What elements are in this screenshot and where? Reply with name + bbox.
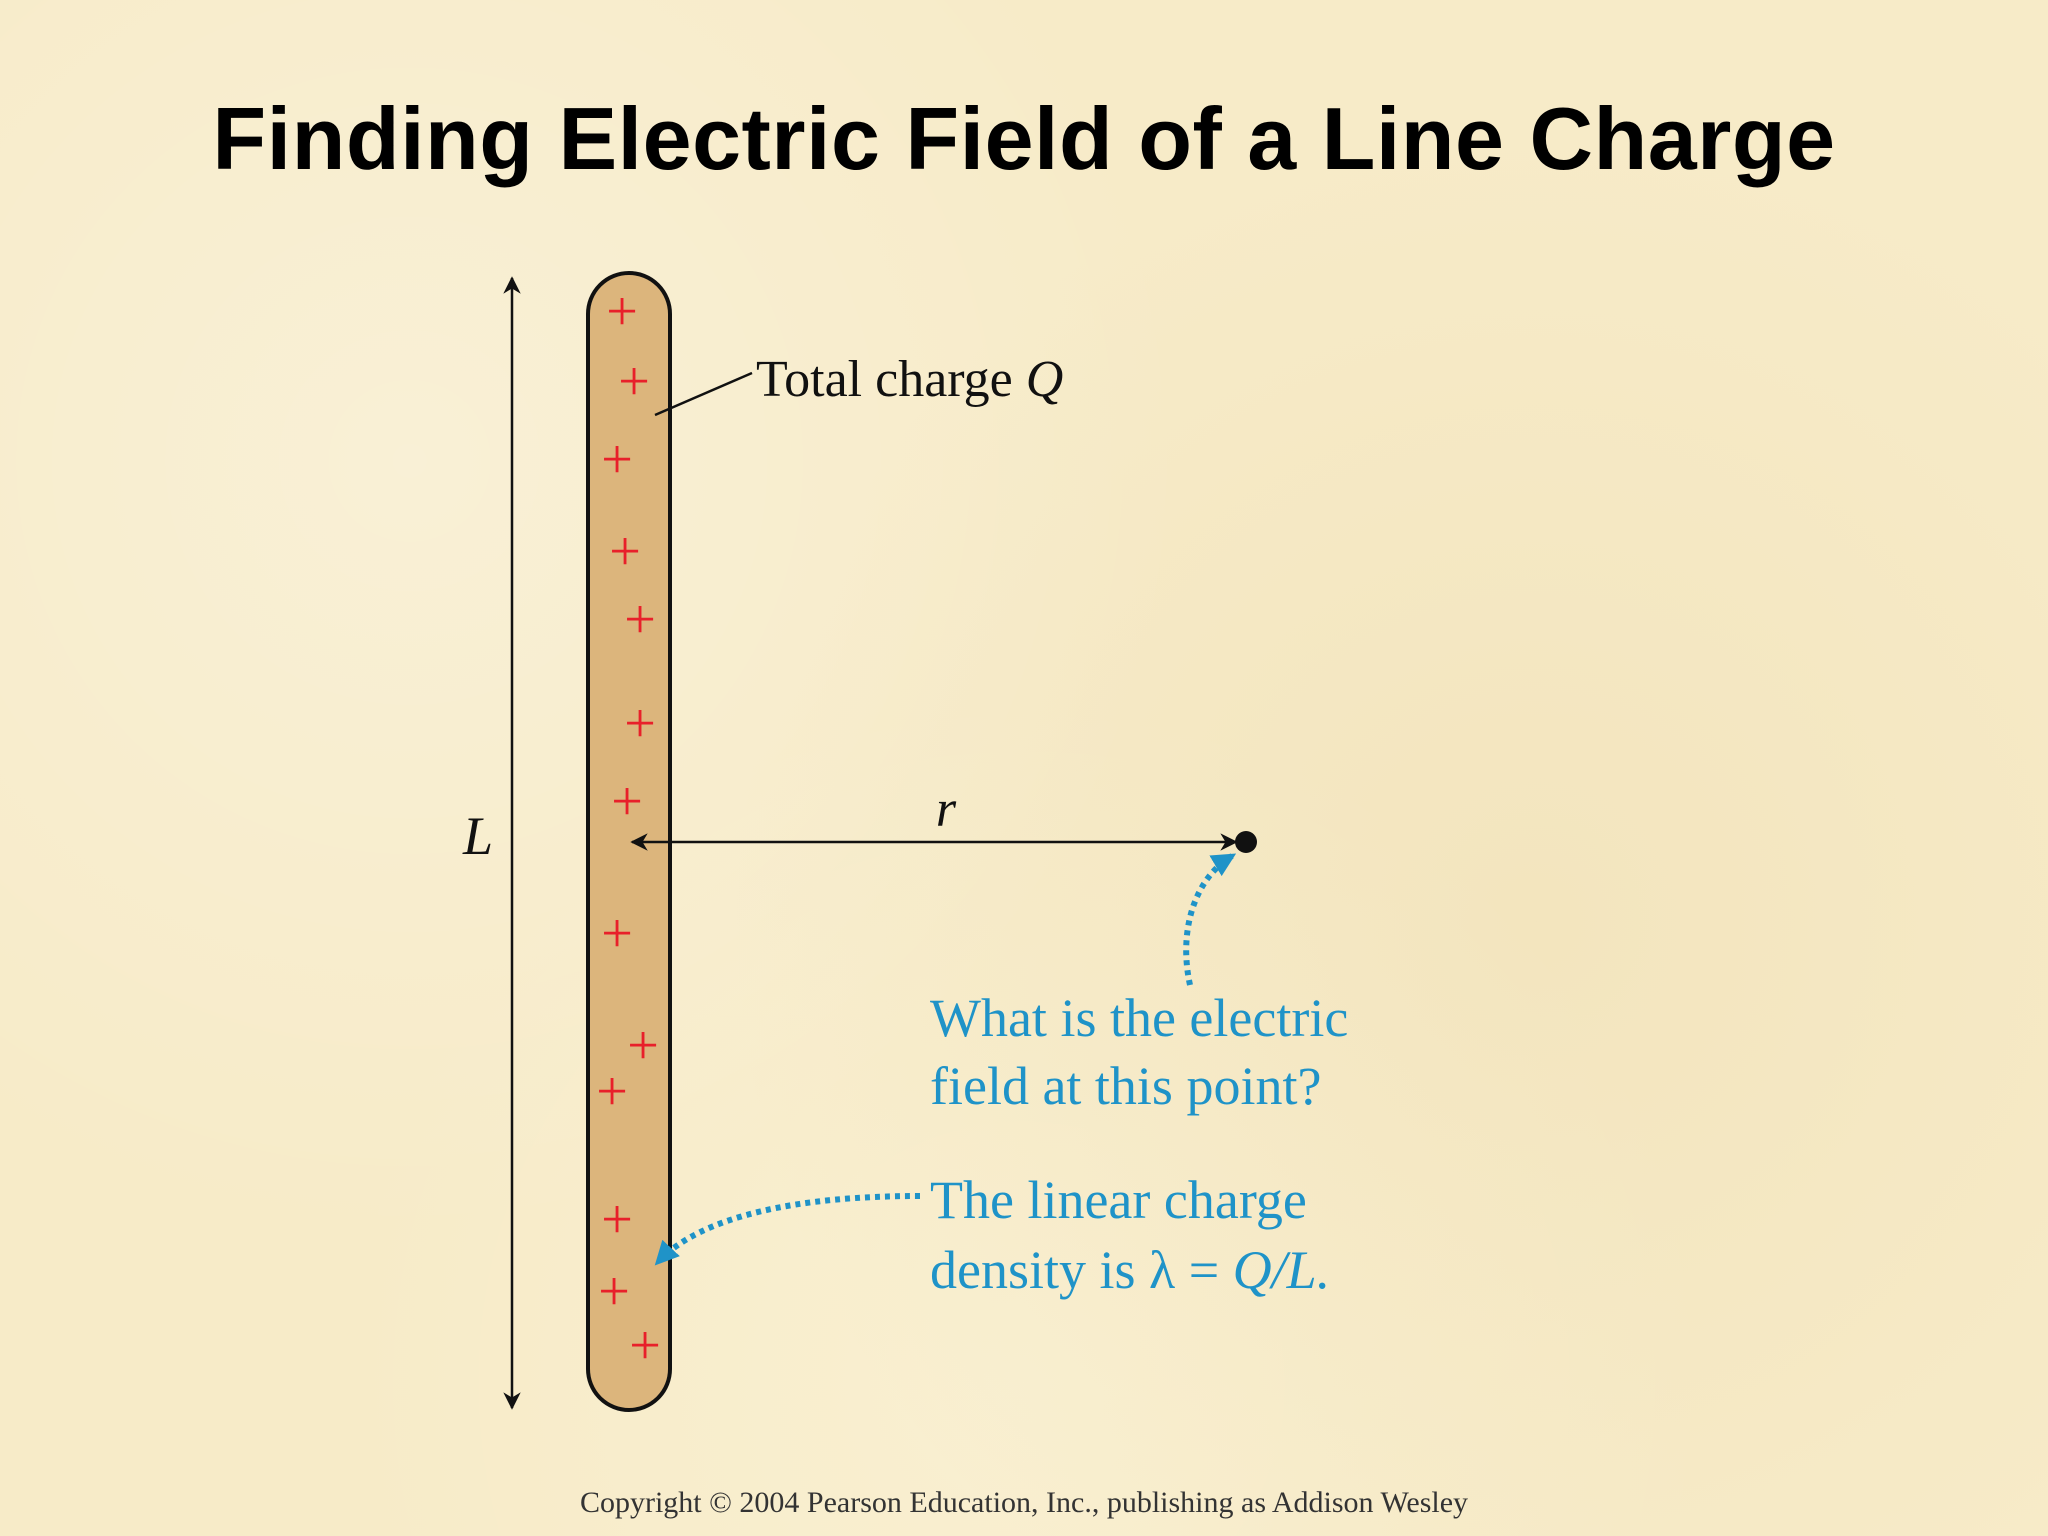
density-prefix: density is λ = — [930, 1240, 1233, 1300]
plus-sign: + — [618, 351, 650, 413]
plus-sign: + — [601, 1189, 633, 1251]
plus-sign: + — [596, 1061, 628, 1123]
plus-sign: + — [601, 903, 633, 965]
question-pointer-arrow — [1183, 853, 1237, 986]
slide-title: Finding Electric Field of a Line Charge — [212, 89, 1836, 188]
total-charge-leader-line — [654, 371, 753, 417]
question-text-line1: What is the electric — [930, 988, 1348, 1048]
plus-sign: + — [601, 429, 633, 491]
total-charge-text: Total charge — [756, 351, 1026, 408]
total-charge-label: Total charge Q — [756, 351, 1063, 408]
plus-sign: + — [606, 281, 638, 343]
distance-label: r — [936, 781, 957, 838]
copyright-notice: Copyright © 2004 Pearson Education, Inc.… — [579, 1486, 1469, 1519]
density-text-line1: The linear charge — [930, 1170, 1307, 1230]
density-text-line2: density is λ = Q/L. — [930, 1240, 1330, 1300]
plus-sign: + — [624, 693, 656, 755]
plus-sign: + — [624, 589, 656, 651]
density-formula: Q/L. — [1233, 1240, 1331, 1300]
plus-sign: + — [609, 521, 641, 583]
plus-sign: + — [611, 771, 643, 833]
density-pointer-arrow — [654, 1193, 921, 1266]
plus-sign: + — [598, 1261, 630, 1323]
field-point — [1235, 831, 1257, 853]
total-charge-symbol: Q — [1026, 351, 1064, 408]
question-text-line2: field at this point? — [930, 1056, 1321, 1116]
length-label: L — [462, 806, 493, 866]
charge-signs: + + + + + + + + + + + + + — [596, 281, 661, 1377]
plus-sign: + — [627, 1015, 659, 1077]
plus-sign: + — [629, 1315, 661, 1377]
